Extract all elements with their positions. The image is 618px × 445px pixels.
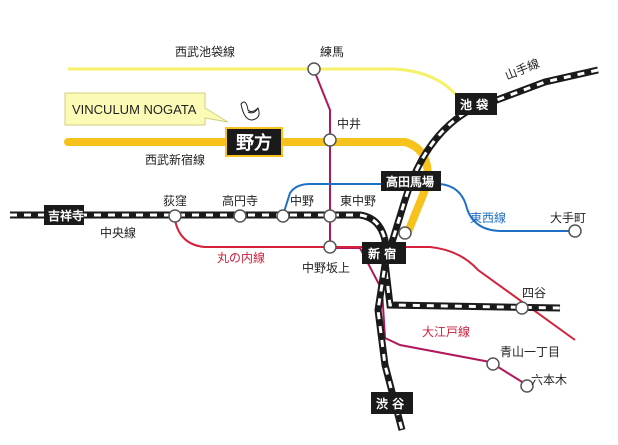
station-nakano-sakaue-marker [323, 240, 337, 254]
station-aoyama-itchome-marker [486, 357, 500, 371]
seibu-shinjuku-line-label: 西武新宿線 [145, 152, 205, 167]
station-koenji-marker [233, 209, 247, 223]
hub-takadanobaba-label: 高田馬場 [386, 174, 434, 189]
hub-shinjuku: 新 宿 [362, 242, 406, 264]
chuo-line-label: 中央線 [100, 225, 136, 240]
station-roppongi-marker [520, 379, 534, 393]
station-higashi-nakano-marker [323, 209, 337, 223]
hub-shibuya: 渋 谷 [371, 392, 413, 414]
hub-kichijoji-label: 吉祥寺 [48, 208, 84, 223]
home-station-nogata: 野方 [225, 127, 283, 157]
chuo-line [10, 211, 561, 312]
station-otemachi-label: 大手町 [550, 211, 586, 225]
station-nakano-sakaue-label: 中野坂上 [302, 260, 350, 275]
station-nakano-label: 中野 [290, 193, 314, 208]
hub-takadanobaba: 高田馬場 [381, 171, 441, 191]
station-nerima-marker [307, 62, 321, 76]
station-roppongi-label: 六本木 [531, 373, 567, 387]
oedo-line-label: 大江戸線 [422, 324, 470, 339]
brand-name: VINCULUM NOGATA [72, 102, 197, 117]
tozai-line [282, 183, 575, 232]
station-koenji-label: 高円寺 [222, 193, 258, 208]
station-nakano-marker [276, 209, 290, 223]
station-ogikubo-label: 荻窪 [163, 193, 187, 208]
seibu-ikebukuro-line-label: 西武池袋線 [175, 44, 235, 59]
station-yotsuya-marker [515, 301, 529, 315]
yamanote-line-label: 山手線 [503, 55, 542, 82]
brand-callout: VINCULUM NOGATA [64, 92, 229, 126]
station-nerima-label: 練馬 [320, 45, 344, 59]
hub-ikebukuro-label: 池 袋 [460, 97, 489, 112]
leaf-icon [240, 101, 260, 121]
station-aoyama-itchome-label: 青山一丁目 [500, 345, 560, 359]
home-station-label: 野方 [236, 132, 272, 154]
hub-kichijoji: 吉祥寺 [44, 205, 84, 225]
marunouchi-line [174, 219, 576, 341]
hub-shibuya-label: 渋 谷 [376, 396, 405, 411]
station-yotsuya-label: 四谷 [522, 286, 546, 300]
hub-ikebukuro: 池 袋 [455, 93, 497, 115]
station-nakai-marker [323, 133, 337, 147]
station-ogikubo-marker [168, 209, 182, 223]
station-higashi-nakano-label: 東中野 [340, 193, 376, 208]
station-otemachi-marker [568, 224, 582, 238]
station-nakai-label: 中井 [337, 116, 361, 131]
hub-shinjuku-label: 新 宿 [368, 246, 396, 261]
station-takadanobaba-marker [398, 226, 412, 240]
marunouchi-line-label: 丸の内線 [217, 250, 265, 265]
tozai-line-label: 東西線 [470, 210, 506, 225]
